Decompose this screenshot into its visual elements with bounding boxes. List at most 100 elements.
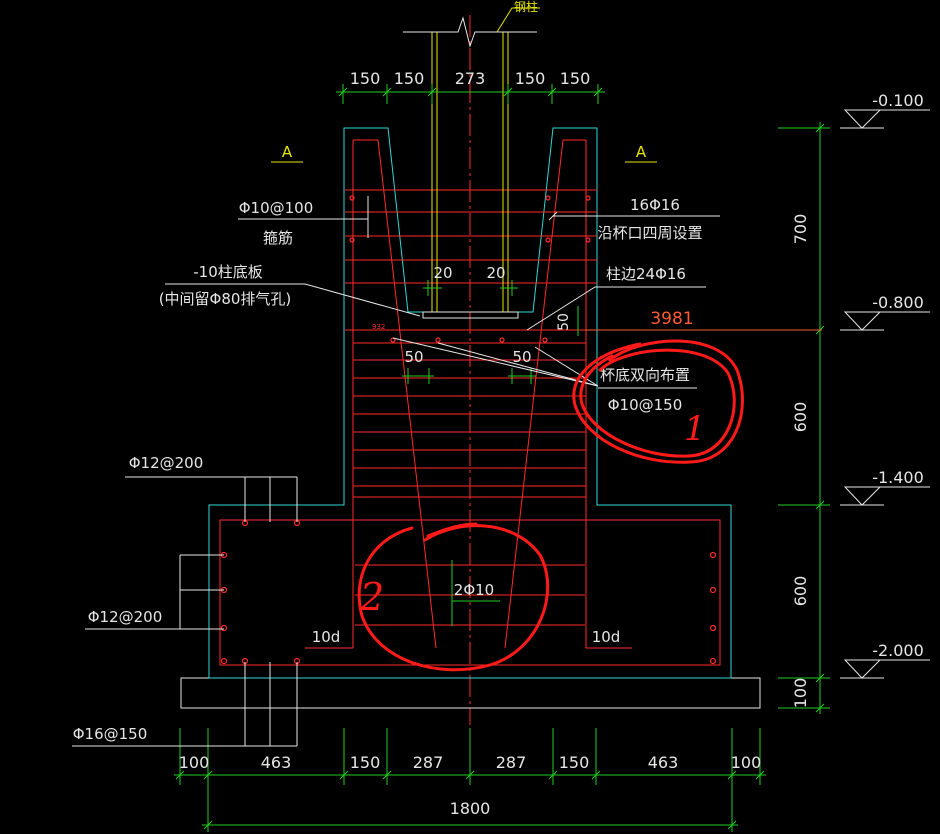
dimension-tick: [339, 770, 349, 780]
base-plate-leader: [165, 283, 421, 317]
dimension-tick: [547, 87, 557, 97]
dimension-text: 150: [394, 69, 425, 88]
cup-rebar-note-text: 沿杯口四周设置: [597, 224, 702, 242]
cup-bottom-rebar-leader: [534, 346, 599, 387]
column-break-line: [403, 16, 537, 48]
dimension-tick: [548, 770, 558, 780]
dimension-tick: [815, 500, 825, 510]
top-dimension-row: 150 150 273 150 150: [336, 69, 605, 104]
dimension-tick: [338, 87, 348, 97]
hand-circle-1-stroke: [579, 348, 736, 458]
elevation-text: -1.400: [872, 468, 924, 487]
section-mark-left: A: [282, 143, 293, 161]
bottom-gap-right-text: 50: [512, 348, 531, 366]
dimension-text: 150: [559, 753, 590, 772]
cup-bottom-rebar-text: Φ10@150: [608, 396, 683, 414]
dimension-text: 463: [261, 753, 292, 772]
dimension-text: 100: [731, 753, 762, 772]
handwritten-markup: 1 2: [357, 339, 744, 672]
elevation-triangle: [843, 486, 882, 506]
dimension-text: 273: [455, 69, 486, 88]
cup-diagonal-left-rebar: [377, 139, 437, 649]
reference-value: 3981: [650, 309, 693, 329]
dimension-text: 150: [350, 753, 381, 772]
rebar-dot: [349, 195, 355, 201]
rebar-dot: [709, 624, 717, 632]
anchor-right-text: 10d: [592, 628, 621, 646]
cup-bottom-rebar-leader: [437, 342, 599, 387]
elevation-text: -0.800: [872, 293, 924, 312]
dimension-text: 287: [496, 753, 527, 772]
rebar-dot: [545, 195, 551, 201]
dimension-text: 150: [350, 69, 381, 88]
hand-mark-1: 1: [684, 409, 706, 449]
dimension-tick: [427, 87, 437, 97]
rebar-dot: [220, 657, 228, 665]
bottom-gap-left-text: 50: [404, 348, 423, 366]
stirrup-label-text: 箍筋: [263, 229, 293, 247]
dimension-tick: [815, 703, 825, 713]
base-plate-text: -10柱底板: [193, 263, 263, 281]
footing-side-rebar-text: Φ12@200: [88, 608, 163, 626]
rebar-dot: [585, 237, 591, 243]
column-side-rebar-leader: [526, 286, 706, 331]
elevation-text: -0.100: [872, 91, 924, 110]
right-vertical-dimensions: 700 600 600 100: [778, 122, 830, 714]
dimension-tick: [203, 770, 213, 780]
dimension-tick: [593, 87, 603, 97]
steel-column: 钢柱: [403, 0, 540, 319]
dimension-tick: [203, 820, 213, 830]
dimension-tick: [815, 123, 825, 133]
elevation-triangle: [843, 311, 882, 331]
rebar-dot: [349, 237, 355, 243]
dimension-tick: [503, 87, 513, 97]
hand-circle-1: [572, 339, 744, 464]
stirrup-spec-text: Φ10@100: [239, 199, 314, 217]
rebar-dot: [545, 237, 551, 243]
dimension-text: 150: [560, 69, 591, 88]
cup-diagonal-right-rebar: [504, 139, 564, 649]
column-label-leader: [496, 7, 540, 33]
rebar-dot: [709, 586, 717, 594]
base-plate-note-text: (中间留Φ80排气孔): [159, 290, 292, 308]
cup-bottom-rebar-leader: [392, 337, 599, 387]
dimension-text: 150: [515, 69, 546, 88]
dimension-tick: [815, 673, 825, 683]
column-base-plate: [422, 311, 519, 319]
dimension-text: 287: [413, 753, 444, 772]
gap-right-text: 20: [486, 264, 505, 282]
footing-top-rebar-text: Φ12@200: [129, 454, 204, 472]
rebar-dot: [499, 337, 505, 343]
dimension-tick: [382, 770, 392, 780]
center-rebar-text: 2Φ10: [454, 581, 494, 599]
column-side-rebar-text: 柱边24Φ16: [606, 265, 686, 283]
rebar-group: 932: [219, 139, 721, 666]
hand-mark-2: 2: [359, 575, 384, 619]
dimension-tick: [755, 770, 765, 780]
dimension-tick: [175, 770, 185, 780]
small-rebar-tag: 932: [372, 323, 385, 331]
dimension-tick: [591, 770, 601, 780]
gap-left-text: 20: [433, 264, 452, 282]
vertical-dimension-text: 600: [791, 402, 810, 433]
rebar-dot: [220, 624, 228, 632]
vertical-dimension-text: 700: [791, 214, 810, 245]
elevation-triangle: [843, 659, 882, 679]
dimension-tick: [727, 820, 737, 830]
cup-bottom-rebar-note-text: 杯底双向布置: [600, 366, 690, 384]
column-label: 钢柱: [514, 0, 538, 14]
hand-circle-2: [357, 524, 550, 672]
vertical-dimension-text: 100: [791, 678, 810, 709]
dimension-tick: [382, 87, 392, 97]
bottom-dimension-row: 100 463 150 287 287 150 463 100 1800: [174, 728, 766, 832]
dimension-tick: [465, 770, 475, 780]
cup-rebar-leader-tick: [548, 211, 558, 221]
dimension-tick: [727, 770, 737, 780]
hand-circle-2-tail: [426, 522, 478, 538]
vertical-dimension-text: 600: [791, 576, 810, 607]
elevation-text: -2.000: [872, 641, 924, 660]
cup-rebar-text: 16Φ16: [630, 196, 680, 214]
anchor-left-text: 10d: [312, 628, 341, 646]
rebar-dot: [435, 337, 441, 343]
